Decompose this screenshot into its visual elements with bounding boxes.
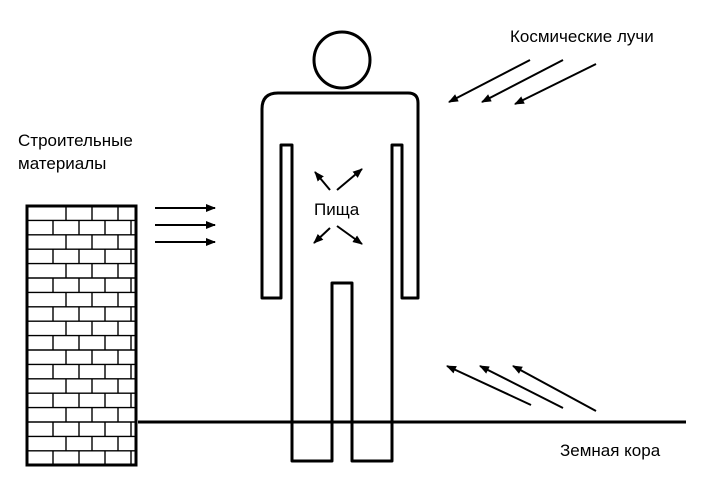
cosmic-arrow	[481, 59, 564, 103]
earth-arrow	[446, 365, 532, 406]
human-body-outline	[260, 91, 420, 463]
human-figure-icon	[260, 30, 420, 463]
food-arrows	[313, 168, 363, 245]
cosmic-ray-arrows	[448, 59, 597, 105]
building-materials-label-line2: материалы	[18, 154, 107, 173]
cosmic-rays-label: Космические лучи	[510, 27, 654, 46]
cosmic-arrow	[514, 63, 597, 105]
earth-crust-label: Земная кора	[560, 441, 661, 460]
building-materials-label-line1: Строительные	[18, 131, 133, 150]
building-materials-arrows	[155, 204, 216, 246]
brick-wall-icon	[25, 204, 138, 467]
earth-crust-arrows	[446, 365, 597, 412]
food-arrow	[336, 168, 363, 191]
food-arrow	[314, 171, 331, 191]
cosmic-arrow	[448, 59, 531, 103]
food-arrow	[336, 225, 363, 245]
earth-arrow	[479, 365, 564, 409]
food-label: Пища	[314, 200, 360, 219]
earth-arrow	[512, 365, 597, 412]
human-head	[312, 30, 372, 90]
food-arrow	[313, 227, 331, 244]
